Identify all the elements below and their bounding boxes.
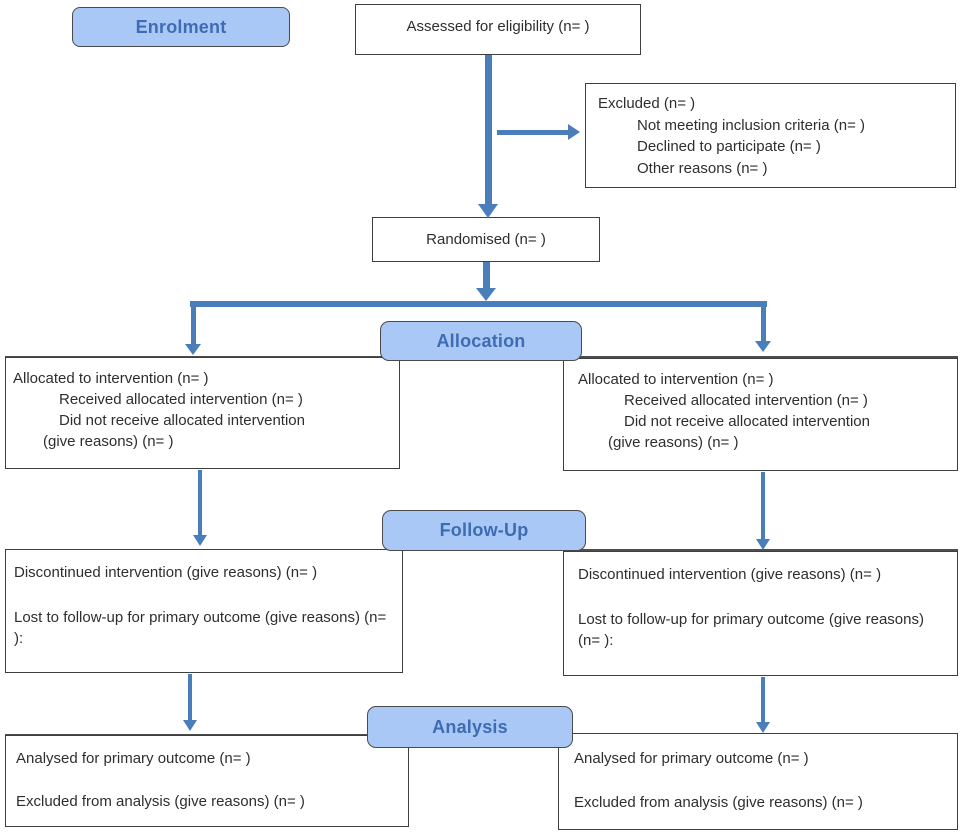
stage-label-allocation: Allocation [380,321,582,361]
stage-label-allocation-text: Allocation [436,330,526,351]
arrow-allocation-to-followup-right-shaft [761,472,765,539]
arrow-branch-left-shaft [191,307,196,344]
arrow-randomised-to-branch-head [476,288,496,301]
box-allocation-left-arm: Allocated to intervention (n= ) Received… [5,357,400,469]
arrow-allocation-to-followup-right-head [756,539,770,550]
arrow-assessed-to-randomised-shaft [485,55,492,205]
arrow-branch-right-head [755,341,771,352]
stage-label-followup-text: Follow-Up [439,520,529,540]
arrow-to-excluded-head [568,124,580,140]
arrow-followup-to-analysis-left-shaft [188,674,192,720]
randomised-text: Randomised (n= ) [426,231,546,248]
excluded-title: Excluded (n= ) [598,95,696,112]
lost-to-followup-text: Lost to follow-up for primary outcome (g… [578,611,924,649]
arrow-randomised-to-branch-shaft [483,262,490,288]
stage-label-followup: Follow-Up [382,510,586,551]
excluded-from-analysis-text: Excluded from analysis (give reasons) (n… [574,794,863,811]
box-excluded: Excluded (n= ) Not meeting inclusion cri… [585,83,956,188]
excluded-reason: Other reasons (n= ) [637,159,768,177]
did-not-receive-text: Did not receive allocated intervention [624,413,870,430]
discontinued-text: Discontinued intervention (give reasons)… [14,564,318,581]
arrow-branch-right-shaft [761,307,766,341]
stage-label-analysis-text: Analysis [432,716,508,737]
arrow-assessed-to-randomised-head [478,204,498,218]
arrow-allocation-to-followup-left-shaft [198,470,202,535]
discontinued-text: Discontinued intervention (give reasons)… [578,566,882,583]
did-not-receive-reasons-text: (give reasons) (n= ) [608,434,739,451]
analysed-text: Analysed for primary outcome (n= ) [574,750,809,767]
allocated-text: Allocated to intervention (n= ) [13,370,209,387]
arrow-followup-to-analysis-right-shaft [761,677,765,722]
did-not-receive-text: Did not receive allocated intervention [59,412,305,429]
box-followup-left-arm: Discontinued intervention (give reasons)… [5,549,403,673]
analysed-text: Analysed for primary outcome (n= ) [16,750,251,767]
box-randomised: Randomised (n= ) [372,217,600,262]
excluded-from-analysis-text: Excluded from analysis (give reasons) (n… [16,793,305,810]
branch-line [190,301,767,307]
stage-label-analysis: Analysis [367,706,573,748]
stage-label-enrolment-text: Enrolment [135,16,227,37]
assessed-eligibility-text: Assessed for eligibility (n= ) [406,18,590,35]
box-analysis-right-arm: Analysed for primary outcome (n= ) Exclu… [558,733,958,830]
arrow-followup-to-analysis-left-head [183,720,197,731]
arrow-allocation-to-followup-left-head [193,535,207,546]
arrow-branch-left-head [185,344,201,355]
box-followup-right-arm: Discontinued intervention (give reasons)… [563,551,958,676]
did-not-receive-reasons-text: (give reasons) (n= ) [43,433,174,450]
received-text: Received allocated intervention (n= ) [624,392,868,409]
arrow-followup-to-analysis-right-head [756,722,770,733]
received-text: Received allocated intervention (n= ) [59,391,303,408]
box-allocation-right-arm: Allocated to intervention (n= ) Received… [563,358,958,471]
box-analysis-left-arm: Analysed for primary outcome (n= ) Exclu… [5,735,409,827]
excluded-reason: Not meeting inclusion criteria (n= ) [637,116,866,134]
excluded-reason: Declined to participate (n= ) [637,138,821,155]
stage-label-enrolment: Enrolment [72,7,290,47]
box-assessed-eligibility: Assessed for eligibility (n= ) [355,4,641,55]
lost-to-followup-text: Lost to follow-up for primary outcome (g… [14,609,387,647]
arrow-to-excluded-shaft [497,130,568,135]
allocated-text: Allocated to intervention (n= ) [578,371,774,388]
